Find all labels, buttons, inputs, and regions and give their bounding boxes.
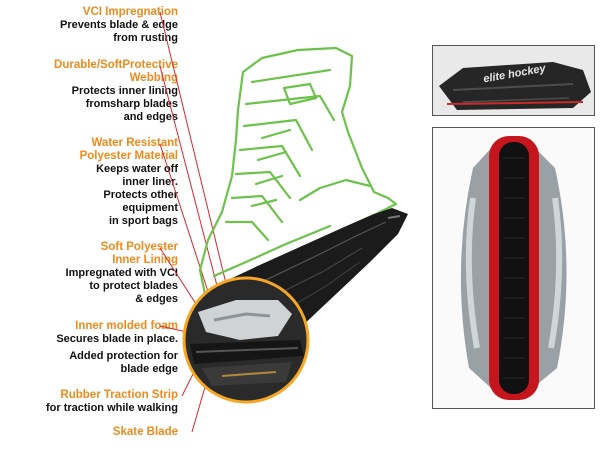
feature-desc: fromsharp blades	[85, 98, 178, 110]
feature-title: Soft Polyester	[100, 241, 178, 253]
feature-title: Durable/SoftProtective	[54, 59, 178, 71]
feature-desc: Protects other	[103, 189, 178, 201]
feature-title: Webbing	[129, 72, 178, 84]
leader-line-blade	[191, 379, 208, 433]
feature-water-resistant: Water Resistant Polyester Material Keeps…	[3, 137, 178, 228]
feature-desc: Impregnated with VCI	[65, 267, 178, 279]
leader-line-webbing	[159, 65, 223, 306]
feature-inner-lining: Soft Polyester Inner Lining Impregnated …	[3, 241, 178, 306]
guard-bag-image	[433, 46, 594, 115]
feature-desc: equipment	[122, 202, 178, 214]
feature-traction-strip: Rubber Traction Strip for traction while…	[3, 389, 178, 415]
zoom-detail	[182, 276, 310, 404]
guard-on-skate-image	[433, 128, 594, 408]
feature-skate-blade: Skate Blade	[3, 426, 178, 439]
feature-webbing: Durable/SoftProtective Webbing Protects …	[3, 59, 178, 124]
feature-title: Rubber Traction Strip	[60, 389, 178, 401]
feature-desc: Prevents blade & edge	[60, 19, 178, 31]
feature-desc: Keeps water off	[96, 163, 178, 175]
feature-desc: & edges	[135, 293, 178, 305]
feature-vci: VCI Impregnation Prevents blade & edge f…	[3, 6, 178, 45]
feature-molded-foam: Inner molded foam Secures blade in place…	[3, 320, 178, 376]
feature-desc: Added protection for	[69, 350, 178, 362]
feature-title: Skate Blade	[112, 426, 178, 438]
feature-title: Inner molded foam	[75, 320, 178, 332]
leader-line-water	[159, 143, 215, 311]
feature-desc: blade edge	[120, 363, 178, 375]
feature-title: VCI Impregnation	[82, 6, 178, 18]
feature-desc: for traction while walking	[45, 402, 178, 414]
product-photo-top: elite hockey	[432, 45, 595, 116]
feature-desc: Protects inner lining	[71, 85, 178, 97]
feature-desc: from rusting	[113, 32, 178, 44]
leader-line-vci	[159, 11, 231, 301]
feature-desc: and edges	[123, 111, 178, 123]
feature-desc: inner liner.	[122, 176, 178, 188]
leader-lines	[159, 11, 231, 433]
feature-title: Polyester Material	[79, 150, 178, 162]
feature-title: Water Resistant	[91, 137, 179, 149]
feature-desc: Secures blade in place.	[56, 333, 178, 345]
feature-desc: in sport bags	[108, 215, 178, 227]
feature-desc: to protect blades	[89, 280, 178, 292]
feature-title: Inner Lining	[112, 254, 178, 266]
product-photo-side	[432, 127, 595, 409]
